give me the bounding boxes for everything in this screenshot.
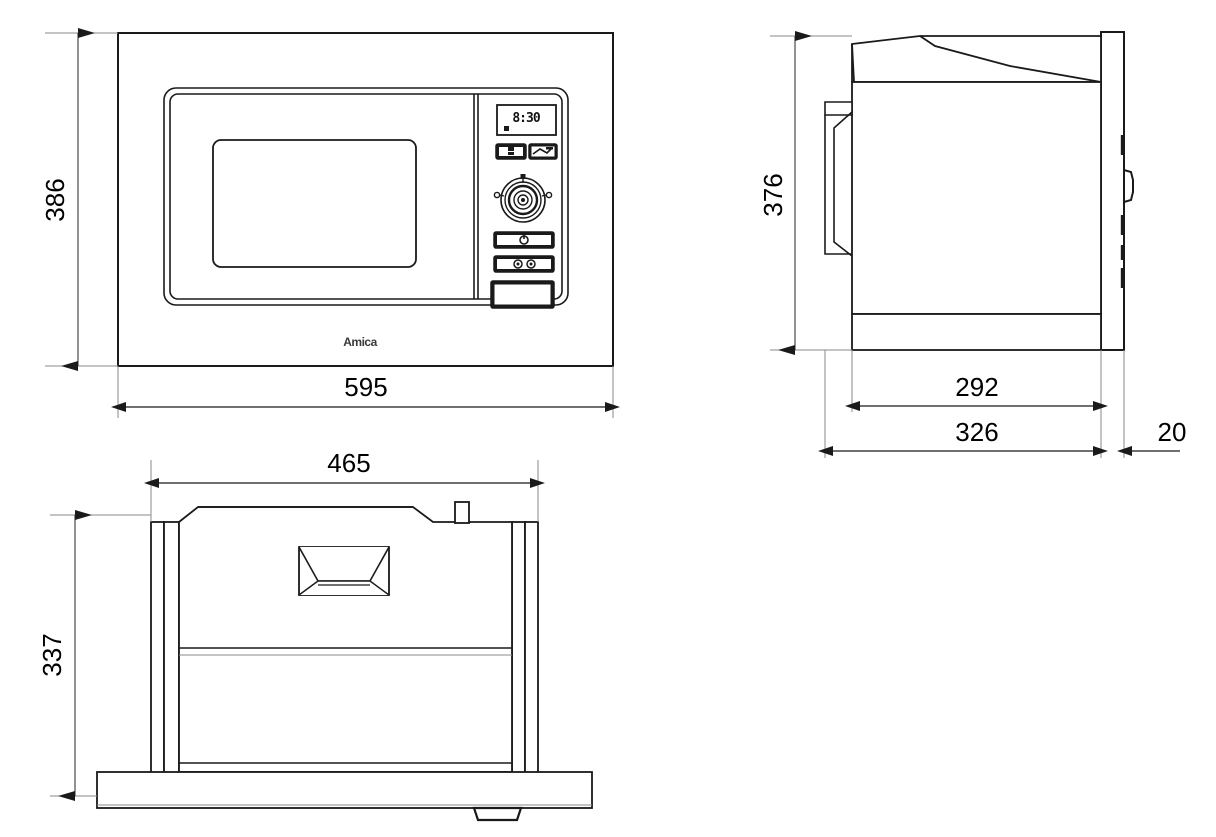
knob-left-marker xyxy=(493,191,501,199)
dimension-326: 326 xyxy=(818,350,1108,458)
top-vent-protrusion xyxy=(454,501,470,524)
top-waveguide-feature xyxy=(298,546,390,596)
dim-label-292: 292 xyxy=(955,372,998,402)
display-indicator-dot xyxy=(504,126,509,131)
menu-button-icon xyxy=(508,147,514,151)
top-right-rail-outer xyxy=(524,521,539,781)
top-right-rail-inner xyxy=(511,521,526,781)
dimension-20: 20 xyxy=(1117,350,1187,458)
dim-label-337: 337 xyxy=(37,633,67,676)
dimension-337: 337 xyxy=(37,510,151,801)
knob-right-marker xyxy=(545,191,553,199)
top-view: 465 337 xyxy=(37,448,593,822)
side-handle-detail xyxy=(1123,168,1134,204)
start-button[interactable] xyxy=(490,280,555,309)
dim-label-376: 376 xyxy=(758,173,788,216)
top-left-rail-inner xyxy=(163,521,180,781)
brand-label: Amica xyxy=(343,335,377,349)
menu-button[interactable] xyxy=(495,143,527,160)
top-base-foot xyxy=(472,806,523,822)
dim-label-465: 465 xyxy=(327,448,370,478)
dim-label-326: 326 xyxy=(955,417,998,447)
side-body xyxy=(851,81,1102,315)
defrost-button-icon xyxy=(532,147,553,155)
dimension-376: 376 xyxy=(758,31,852,355)
top-left-rail-outer xyxy=(150,521,165,781)
dim-label-595: 595 xyxy=(344,372,387,402)
side-top-slant xyxy=(919,35,1102,83)
clock-button[interactable] xyxy=(493,255,555,273)
side-bracket-outer xyxy=(824,115,852,255)
dimension-386: 386 xyxy=(40,28,118,371)
front-view: 8:30 xyxy=(40,28,620,418)
dimension-465: 465 xyxy=(144,448,545,522)
dim-label-20: 20 xyxy=(1158,417,1187,447)
dim-label-386: 386 xyxy=(40,178,70,221)
top-base-plate xyxy=(96,771,593,809)
side-front-panel xyxy=(1100,31,1125,351)
side-view: 376 292 326 20 xyxy=(758,31,1187,458)
defrost-button[interactable] xyxy=(528,143,558,160)
rotary-knob[interactable] xyxy=(493,174,553,223)
dimension-595: 595 xyxy=(111,366,620,418)
knob-top-marker xyxy=(520,174,526,179)
side-lower-band xyxy=(851,313,1102,351)
side-bracket-inner xyxy=(833,111,853,257)
power-button[interactable] xyxy=(493,231,555,249)
brand-logo: Amica xyxy=(343,335,378,349)
clock-icon-right xyxy=(526,259,536,269)
control-panel: 8:30 xyxy=(490,104,558,309)
door-glass-window xyxy=(212,139,417,268)
clock-icon-left xyxy=(513,259,523,269)
dimension-292: 292 xyxy=(845,350,1108,458)
display-value: 8:30 xyxy=(512,111,540,126)
side-bracket-top xyxy=(824,101,853,116)
